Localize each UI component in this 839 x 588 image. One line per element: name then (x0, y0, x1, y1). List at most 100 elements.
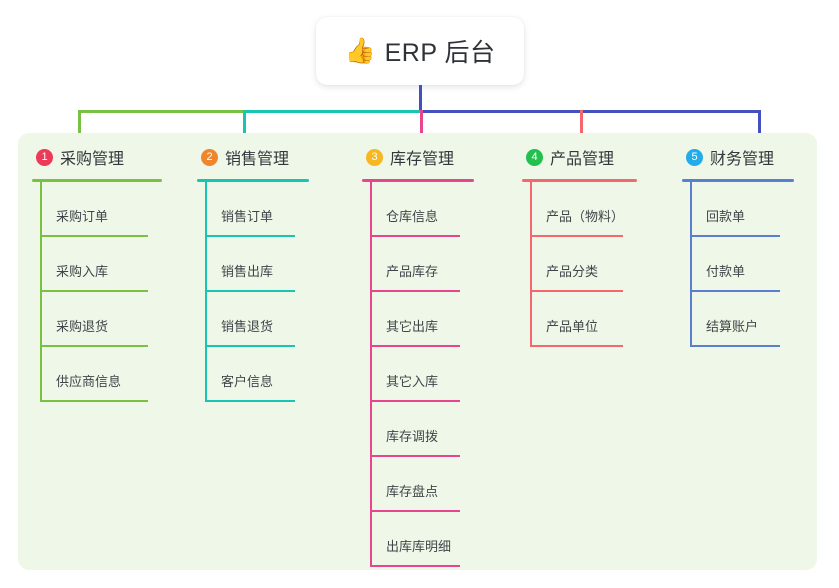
connector-drop-4 (580, 110, 583, 141)
branch-item[interactable]: 销售退货 (205, 292, 348, 347)
branch-item[interactable]: 回款单 (690, 182, 817, 237)
branch-badge-5: 5 (686, 148, 703, 166)
branch-item[interactable]: 其它入库 (370, 347, 508, 402)
item-underline (530, 235, 623, 237)
item-spine (40, 182, 42, 237)
branch-item[interactable]: 产品库存 (370, 237, 508, 292)
branch-item[interactable]: 销售订单 (205, 182, 348, 237)
connector-drop-1 (78, 110, 81, 141)
item-label: 采购退货 (56, 319, 109, 334)
item-label: 回款单 (706, 209, 746, 224)
item-label: 销售订单 (221, 209, 274, 224)
branch-item[interactable]: 供应商信息 (40, 347, 183, 402)
item-label: 库存调拨 (386, 429, 439, 444)
item-underline (40, 345, 148, 347)
item-underline (370, 510, 460, 512)
item-spine (530, 292, 532, 347)
connector-bar-segment-2 (243, 110, 420, 113)
branch-item[interactable]: 产品分类 (530, 237, 668, 292)
item-underline (370, 235, 460, 237)
connector-bar-segment-1 (78, 110, 243, 113)
branch-item[interactable]: 采购入库 (40, 237, 183, 292)
item-spine (370, 402, 372, 457)
branch-title-1: 采购管理 (60, 151, 125, 168)
item-spine (40, 347, 42, 402)
item-underline (690, 290, 780, 292)
branch-title-3: 库存管理 (390, 151, 455, 168)
branch-item[interactable]: 结算账户 (690, 292, 817, 347)
item-label: 产品分类 (546, 264, 599, 279)
item-underline (40, 400, 148, 402)
item-label: 产品（物料） (546, 209, 625, 224)
branch-item-list-5: 回款单付款单结算账户 (668, 182, 817, 347)
branch-item[interactable]: 采购订单 (40, 182, 183, 237)
item-spine (530, 237, 532, 292)
item-underline (530, 345, 623, 347)
branch-underline-1 (32, 179, 162, 182)
branch-item[interactable]: 产品（物料） (530, 182, 668, 237)
item-label: 仓库信息 (386, 209, 439, 224)
item-spine (690, 182, 692, 237)
branch-item[interactable]: 其它出库 (370, 292, 508, 347)
branch-item[interactable]: 出库库明细 (370, 512, 508, 567)
branch-column-4: 4 产品管理产品（物料） 产品分类产品单位 (508, 133, 668, 347)
item-label: 供应商信息 (56, 374, 122, 389)
item-label: 结算账户 (706, 319, 759, 334)
item-spine (690, 292, 692, 347)
item-label: 销售退货 (221, 319, 274, 334)
branch-item-list-2: 销售订单销售出库销售退货客户信息 (183, 182, 348, 402)
branch-column-3: 3 库存管理仓库信息产品库存其它出库其它入库库存调拨库存盘点出库库明细 (348, 133, 508, 567)
item-underline (370, 455, 460, 457)
branch-badge-2: 2 (201, 148, 218, 166)
item-label: 客户信息 (221, 374, 274, 389)
branch-item[interactable]: 仓库信息 (370, 182, 508, 237)
root-node-card[interactable]: 👍 ERP 后台 (316, 17, 524, 85)
item-underline (530, 290, 623, 292)
root-node-title: ERP 后台 (384, 39, 496, 67)
item-underline (205, 400, 295, 402)
item-spine (370, 237, 372, 292)
item-spine (370, 457, 372, 512)
connector-root-stem (419, 85, 422, 111)
item-label: 采购订单 (56, 209, 109, 224)
item-label: 其它出库 (386, 319, 439, 334)
branch-badge-4: 4 (526, 148, 543, 166)
branch-item[interactable]: 库存盘点 (370, 457, 508, 512)
branch-item[interactable]: 产品单位 (530, 292, 668, 347)
branch-item-list-3: 仓库信息产品库存其它出库其它入库库存调拨库存盘点出库库明细 (348, 182, 508, 567)
item-spine (370, 292, 372, 347)
item-underline (370, 565, 460, 567)
branch-title-4: 产品管理 (550, 151, 615, 168)
item-spine (40, 237, 42, 292)
branch-item-list-4: 产品（物料） 产品分类产品单位 (508, 182, 668, 347)
item-underline (370, 290, 460, 292)
connector-drop-2 (243, 110, 246, 141)
item-underline (370, 400, 460, 402)
branch-underline-5 (682, 179, 794, 182)
branch-header-3[interactable]: 3 库存管理 (348, 143, 508, 171)
item-label: 产品单位 (546, 319, 599, 334)
branch-badge-3: 3 (366, 148, 383, 166)
item-label: 付款单 (706, 264, 746, 279)
item-spine (370, 512, 372, 567)
item-spine (205, 182, 207, 237)
branch-item[interactable]: 采购退货 (40, 292, 183, 347)
connector-drop-5 (758, 110, 761, 141)
branch-item[interactable]: 客户信息 (205, 347, 348, 402)
connector-drop-3 (420, 110, 423, 141)
item-spine (205, 347, 207, 402)
item-spine (205, 237, 207, 292)
branch-item[interactable]: 销售出库 (205, 237, 348, 292)
branch-item-list-1: 采购订单采购入库采购退货供应商信息 (18, 182, 183, 402)
branch-header-4[interactable]: 4 产品管理 (508, 143, 668, 171)
branch-item[interactable]: 付款单 (690, 237, 817, 292)
branch-item[interactable]: 库存调拨 (370, 402, 508, 457)
item-label: 其它入库 (386, 374, 439, 389)
